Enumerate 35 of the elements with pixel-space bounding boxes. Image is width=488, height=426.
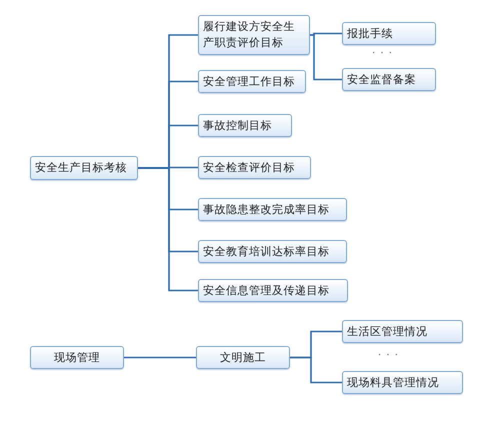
topic-box [198,156,311,179]
topic-box [196,346,290,369]
topic-text: 现场管理 [54,350,100,366]
topic-box [198,15,310,55]
topic-text: 安全生产目标考核 [35,160,127,176]
topic-text: 事故隐患整改完成率目标 [203,202,330,218]
topic-box [342,371,463,394]
ellipsis-text: · · · [378,350,399,361]
topic-text: 文明施工 [220,350,266,366]
topic-box [342,320,463,343]
topic-box [342,22,436,45]
connector-line [310,34,342,80]
topic-text: 安全检查评价目标 [203,160,295,176]
topic-box [30,346,124,369]
connector-line [138,167,198,292]
topic-text: 现场料具管理情况 [347,374,439,390]
topic-text: 履行建设方安全生产职责评价目标 [203,19,296,51]
topic-text: 安全信息管理及传递目标 [203,282,330,298]
topic-box [198,240,347,263]
ellipsis-text: · · · [372,48,393,59]
topic-text: 生活区管理情况 [347,324,428,340]
topic-text: 安全管理工作目标 [203,74,295,90]
topic-box [198,279,348,302]
topic-text: 安全教育培训达标率目标 [203,244,330,260]
topic-text: 报批手续 [347,26,393,42]
topic-box [198,198,347,221]
connector-line [124,356,196,358]
connector-line [290,356,342,384]
topic-box [30,156,138,180]
topic-text: 事故控制目标 [203,118,272,134]
topic-text: 安全监督备案 [347,72,416,88]
topic-box [198,114,292,137]
connector-line [310,32,342,36]
topic-box [342,68,436,91]
topic-box [198,70,306,93]
